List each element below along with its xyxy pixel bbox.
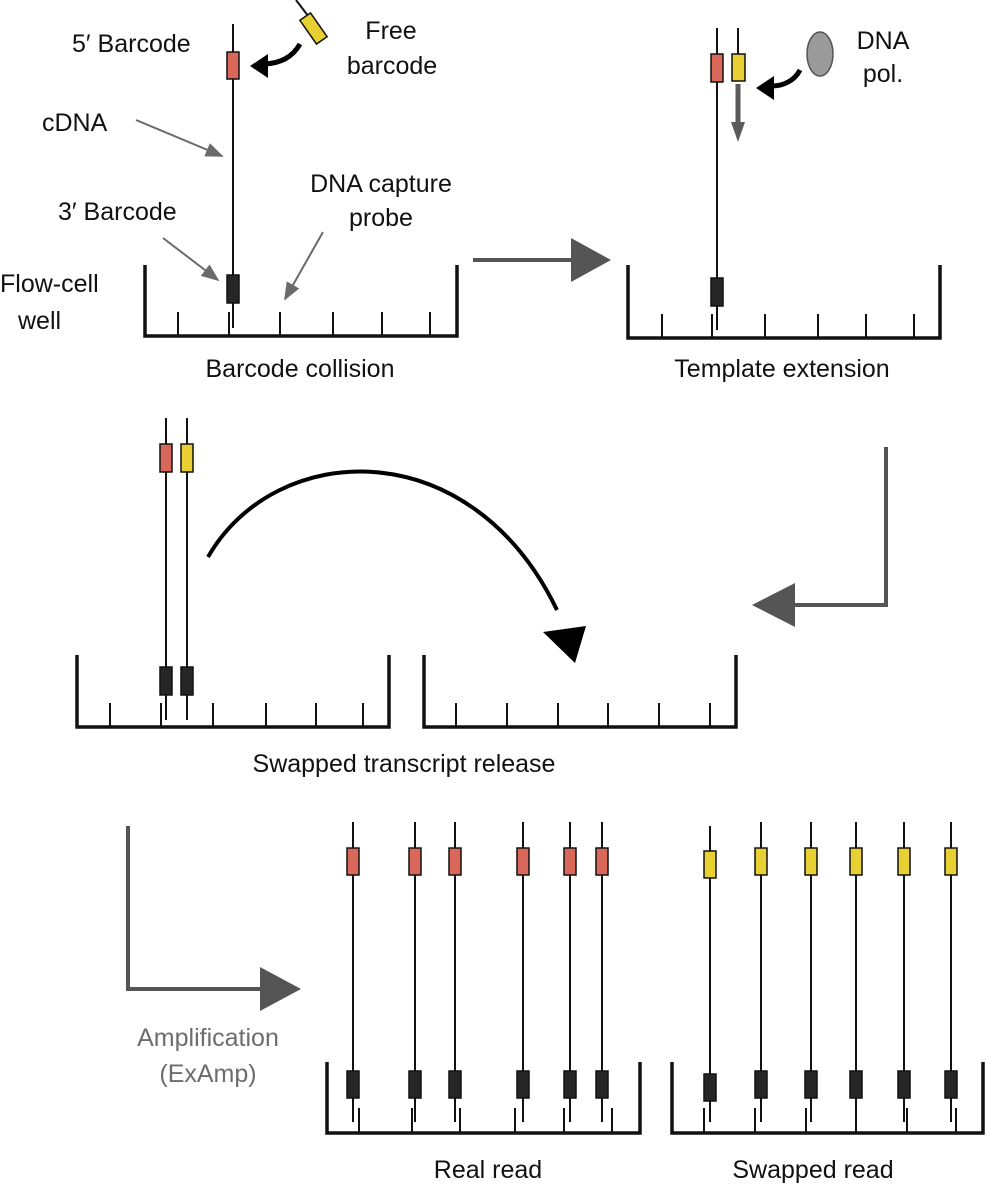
caption-barcode-collision: Barcode collision — [206, 355, 395, 383]
swapped-read-free-barcodes — [703, 847, 958, 879]
capture-probe-pointer-arrow — [284, 231, 324, 301]
flow-cell-well — [626, 265, 942, 340]
panel-template-extension: DNA pol. Template extension — [626, 27, 942, 383]
three-prime-barcode-label: 3′ Barcode — [58, 198, 177, 226]
dna-capture-probe-label-line2: probe — [349, 204, 413, 232]
caption-real-read: Real read — [434, 1156, 542, 1184]
amplification-label: Amplification — [137, 1024, 279, 1052]
real-read-five-prime-barcodes — [346, 847, 609, 876]
cdna-pointer-arrow — [135, 119, 224, 157]
free-barcode-label: Free — [365, 17, 416, 45]
flow-cell-well-label-line2: well — [17, 307, 61, 335]
cdna-label: cDNA — [42, 109, 108, 137]
process-arrow-step2 — [752, 447, 888, 627]
dna-polymerase-icon — [806, 31, 834, 77]
dna-capture-probe-label: DNA capture — [310, 170, 452, 198]
caption-swapped-read: Swapped read — [732, 1156, 893, 1184]
real-read-three-prime-barcodes — [346, 1070, 609, 1099]
three-prime-barcode-block — [159, 666, 173, 696]
three-prime-barcode-block — [180, 666, 194, 696]
swapped-read-strands — [709, 822, 952, 1122]
three-prime-barcode-block — [226, 274, 240, 304]
three-prime-pointer-arrow — [162, 237, 220, 282]
panel-barcode-collision: 5′ Barcode Free barcode cDNA DNA capture… — [0, 0, 459, 383]
panel-swapped-transcript-release: Swapped transcript release — [75, 418, 738, 778]
free-barcode-block — [180, 443, 194, 473]
five-prime-barcode-block — [226, 51, 240, 80]
five-prime-barcode-label: 5′ Barcode — [72, 30, 191, 58]
free-barcode — [295, 0, 329, 46]
five-prime-barcode-block — [159, 443, 173, 473]
caption-swapped-transcript-release: Swapped transcript release — [253, 750, 556, 778]
flow-cell-well — [670, 1062, 985, 1135]
flow-cell-well — [143, 265, 459, 338]
flow-cell-well-right — [422, 655, 738, 729]
free-barcode-arrow — [250, 42, 303, 78]
free-barcode-block — [731, 53, 746, 82]
extension-arrow — [731, 84, 745, 142]
release-arrow — [206, 469, 586, 663]
process-arrow-step1 — [473, 238, 611, 282]
panel-real-read: Real read — [325, 822, 642, 1184]
flow-cell-well-left — [75, 655, 391, 729]
dna-pol-arrow — [756, 68, 803, 100]
panel-swapped-read: Swapped read — [670, 822, 985, 1184]
free-barcode-label-line2: barcode — [347, 52, 437, 80]
dna-pol-label: DNA — [857, 27, 910, 55]
dna-pol-label-line2: pol. — [863, 60, 903, 88]
process-arrow-step3: Amplification (ExAmp) — [126, 826, 301, 1088]
caption-template-extension: Template extension — [674, 355, 889, 383]
five-prime-barcode-block — [710, 53, 724, 83]
flow-cell-well-label: Flow-cell — [0, 270, 99, 298]
flow-cell-well — [325, 1062, 642, 1135]
amplification-label-line2: (ExAmp) — [159, 1060, 256, 1088]
swapped-read-three-prime-barcodes — [703, 1070, 958, 1102]
three-prime-barcode-block — [710, 277, 724, 307]
